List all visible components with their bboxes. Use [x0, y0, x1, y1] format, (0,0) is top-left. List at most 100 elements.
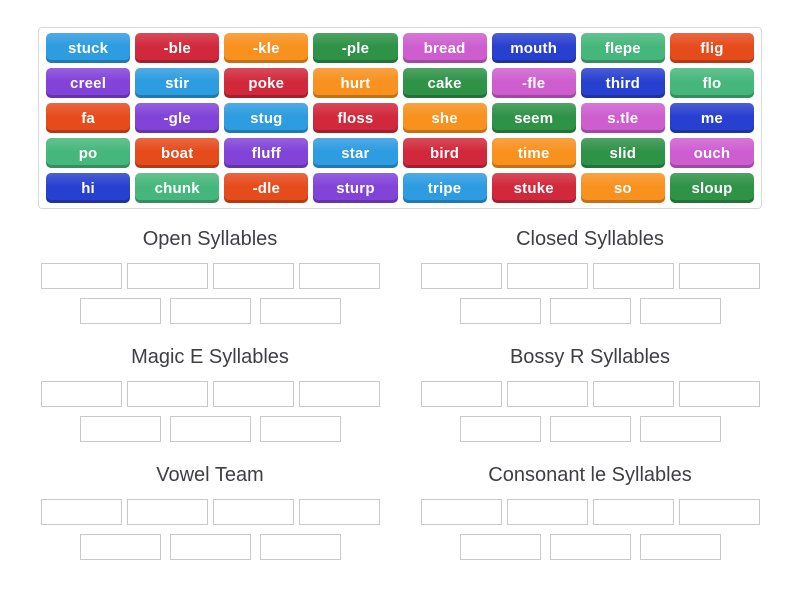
word-tile[interactable]: stir — [135, 68, 220, 98]
drop-slot[interactable] — [639, 416, 721, 442]
drop-slot[interactable] — [420, 381, 502, 407]
word-tile[interactable]: hi — [46, 173, 131, 203]
word-tile[interactable]: flo — [669, 68, 754, 98]
word-tile[interactable]: chunk — [135, 173, 220, 203]
word-tile[interactable]: mouth — [491, 33, 576, 63]
slot-row-bottom — [79, 534, 341, 560]
drop-slot[interactable] — [169, 534, 251, 560]
drop-slot[interactable] — [298, 499, 380, 525]
word-tile[interactable]: fluff — [224, 138, 309, 168]
drop-slot[interactable] — [592, 263, 674, 289]
drop-slot[interactable] — [259, 534, 341, 560]
drop-slot[interactable] — [506, 381, 588, 407]
word-tile-label: sturp — [336, 179, 375, 197]
word-tile[interactable]: time — [491, 138, 576, 168]
drop-slot[interactable] — [506, 499, 588, 525]
drop-slot[interactable] — [126, 263, 208, 289]
drop-slot[interactable] — [459, 534, 541, 560]
word-tile[interactable]: third — [580, 68, 665, 98]
slot-row-bottom — [459, 416, 721, 442]
drop-slot[interactable] — [678, 381, 760, 407]
drop-slot[interactable] — [639, 534, 721, 560]
drop-slot[interactable] — [212, 499, 294, 525]
word-tile[interactable]: bread — [402, 33, 487, 63]
drop-slot[interactable] — [678, 499, 760, 525]
drop-slot[interactable] — [459, 298, 541, 324]
word-tile[interactable]: me — [669, 103, 754, 133]
drop-slot[interactable] — [169, 298, 251, 324]
word-tile[interactable]: so — [580, 173, 665, 203]
word-tile[interactable]: -gle — [135, 103, 220, 133]
slot-row-bottom — [79, 298, 341, 324]
word-tile[interactable]: ouch — [669, 138, 754, 168]
drop-slot[interactable] — [126, 381, 208, 407]
word-tile[interactable]: -ble — [135, 33, 220, 63]
word-tile[interactable]: stug — [224, 103, 309, 133]
drop-slot[interactable] — [79, 416, 161, 442]
drop-slot[interactable] — [459, 416, 541, 442]
category-group: Closed Syllables — [400, 228, 780, 324]
drop-slot[interactable] — [259, 298, 341, 324]
word-tile[interactable]: stuck — [46, 33, 131, 63]
drop-slot[interactable] — [212, 263, 294, 289]
drop-slot[interactable] — [549, 416, 631, 442]
word-tile-label-bold: tle — [620, 109, 639, 127]
drop-slot[interactable] — [420, 263, 502, 289]
word-tile[interactable]: sloup — [669, 173, 754, 203]
drop-slot[interactable] — [592, 381, 674, 407]
word-tile[interactable]: tripe — [402, 173, 487, 203]
drop-slot[interactable] — [420, 499, 502, 525]
word-tile[interactable]: seem — [491, 103, 576, 133]
word-tile[interactable]: s.tle — [580, 103, 665, 133]
word-tile[interactable]: creel — [46, 68, 131, 98]
slot-row-top — [420, 381, 760, 407]
drop-slot[interactable] — [592, 499, 674, 525]
word-tile[interactable]: -fle — [491, 68, 576, 98]
drop-slot[interactable] — [79, 534, 161, 560]
drop-slot[interactable] — [79, 298, 161, 324]
word-tile-label: bird — [429, 144, 460, 162]
drop-slot[interactable] — [549, 534, 631, 560]
word-tile[interactable]: sturp — [313, 173, 398, 203]
word-tile[interactable]: flepe — [580, 33, 665, 63]
drop-slot[interactable] — [40, 499, 122, 525]
word-tile-label: sloup — [691, 179, 733, 197]
category-title: Bossy R Syllables — [509, 346, 671, 368]
word-tile[interactable]: po — [46, 138, 131, 168]
drop-slot[interactable] — [40, 263, 122, 289]
word-tile[interactable]: -ple — [313, 33, 398, 63]
word-tile-label-bold: -gle — [163, 109, 191, 127]
drop-slot[interactable] — [506, 263, 588, 289]
word-tile-label: po — [78, 144, 98, 162]
drop-slot[interactable] — [40, 381, 122, 407]
drop-slot[interactable] — [549, 298, 631, 324]
drop-slot[interactable] — [298, 263, 380, 289]
category-group: Open Syllables — [20, 228, 400, 324]
drop-slot[interactable] — [298, 381, 380, 407]
word-tile[interactable]: bird — [402, 138, 487, 168]
word-tile[interactable]: poke — [224, 68, 309, 98]
word-tile[interactable]: fa — [46, 103, 131, 133]
word-tile[interactable]: -dle — [224, 173, 309, 203]
word-tile[interactable]: she — [402, 103, 487, 133]
word-tile[interactable]: stuke — [491, 173, 576, 203]
word-tile[interactable]: hurt — [313, 68, 398, 98]
word-tile[interactable]: -kle — [224, 33, 309, 63]
word-tile[interactable]: star — [313, 138, 398, 168]
word-tile[interactable]: floss — [313, 103, 398, 133]
word-tile[interactable]: slid — [580, 138, 665, 168]
word-tile[interactable]: cake — [402, 68, 487, 98]
drop-slot[interactable] — [639, 298, 721, 324]
drop-slot[interactable] — [212, 381, 294, 407]
drop-slot[interactable] — [169, 416, 251, 442]
word-tile[interactable]: boat — [135, 138, 220, 168]
drop-slot[interactable] — [678, 263, 760, 289]
word-tile-label: slid — [609, 144, 637, 162]
word-tile-label: stug — [250, 109, 283, 127]
drop-slot[interactable] — [259, 416, 341, 442]
word-tile-label: chunk — [154, 179, 200, 197]
word-tile-label: hi — [81, 179, 95, 197]
word-tile[interactable]: flig — [669, 33, 754, 63]
word-tile-label: stuck — [67, 39, 109, 57]
drop-slot[interactable] — [126, 499, 208, 525]
